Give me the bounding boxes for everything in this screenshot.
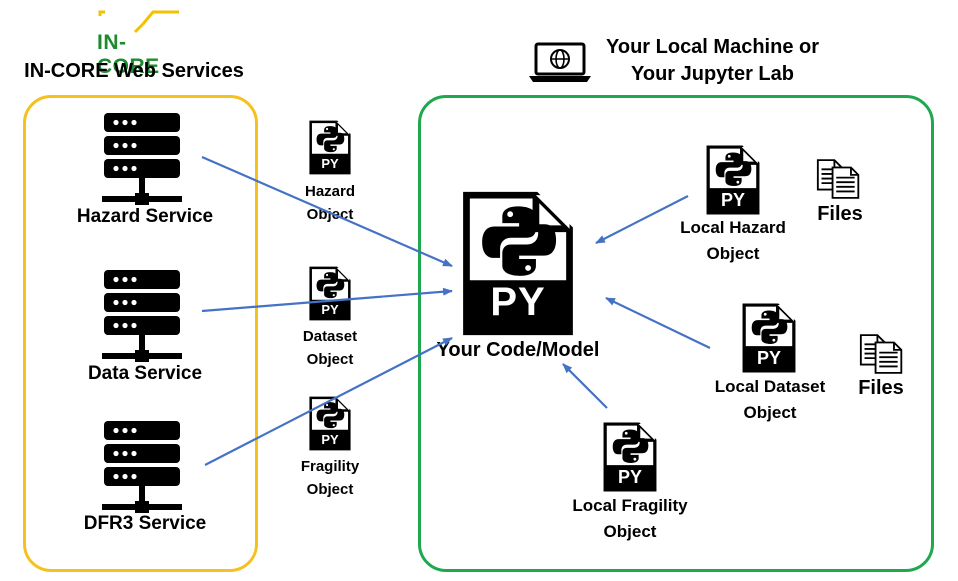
py-badge: PY xyxy=(321,432,339,447)
local-hazard-line2: Object xyxy=(706,244,760,263)
dataset-object-line2: Object xyxy=(306,351,354,368)
files-label-1: Files xyxy=(817,203,863,225)
your-code-model-label: Your Code/Model xyxy=(436,339,600,361)
laptop-globe-icon xyxy=(527,42,593,84)
local-title-line2: Your Jupyter Lab xyxy=(631,63,794,85)
hazard-service-label: Hazard Service xyxy=(76,206,214,227)
data-service-label: Data Service xyxy=(87,363,203,384)
local-title-line1: Your Local Machine or xyxy=(606,36,819,58)
web-services-title: IN-CORE Web Services xyxy=(24,60,244,82)
python-file-icon: PY xyxy=(462,190,574,337)
python-file-icon: PY xyxy=(706,144,760,216)
python-file-icon: PY xyxy=(309,119,351,176)
local-fragility-line2: Object xyxy=(603,522,657,541)
py-badge: PY xyxy=(720,190,745,210)
server-icon xyxy=(102,421,182,516)
fragility-object-line2: Object xyxy=(306,481,354,498)
server-icon xyxy=(102,270,182,365)
python-file-icon: PY xyxy=(742,302,796,374)
document-stack-icon xyxy=(859,333,905,375)
incore-logo-icon: IN-CORE xyxy=(95,10,185,78)
py-badge: PY xyxy=(321,302,339,317)
document-stack-icon xyxy=(816,158,862,200)
py-badge: PY xyxy=(617,467,642,487)
local-dataset-line1: Local Dataset xyxy=(714,377,826,396)
server-icon xyxy=(102,113,182,208)
web-services-box xyxy=(23,95,258,572)
center-py-badge: PY xyxy=(490,280,546,324)
py-badge: PY xyxy=(321,156,339,171)
local-machine-box xyxy=(418,95,934,572)
files-label-2: Files xyxy=(858,377,904,399)
fragility-object-line1: Fragility xyxy=(300,458,360,475)
python-file-icon: PY xyxy=(309,265,351,322)
python-file-icon: PY xyxy=(603,421,657,493)
py-badge: PY xyxy=(756,348,781,368)
local-hazard-line1: Local Hazard xyxy=(680,218,786,237)
hazard-object-line2: Object xyxy=(306,206,354,223)
local-dataset-line2: Object xyxy=(743,403,797,422)
local-fragility-line1: Local Fragility xyxy=(572,496,688,515)
hazard-object-line1: Hazard xyxy=(304,183,356,200)
dataset-object-line1: Dataset xyxy=(302,328,358,345)
dfr3-service-label: DFR3 Service xyxy=(83,513,207,534)
incore-logo-text: IN-CORE xyxy=(97,31,160,78)
python-file-icon: PY xyxy=(309,395,351,452)
